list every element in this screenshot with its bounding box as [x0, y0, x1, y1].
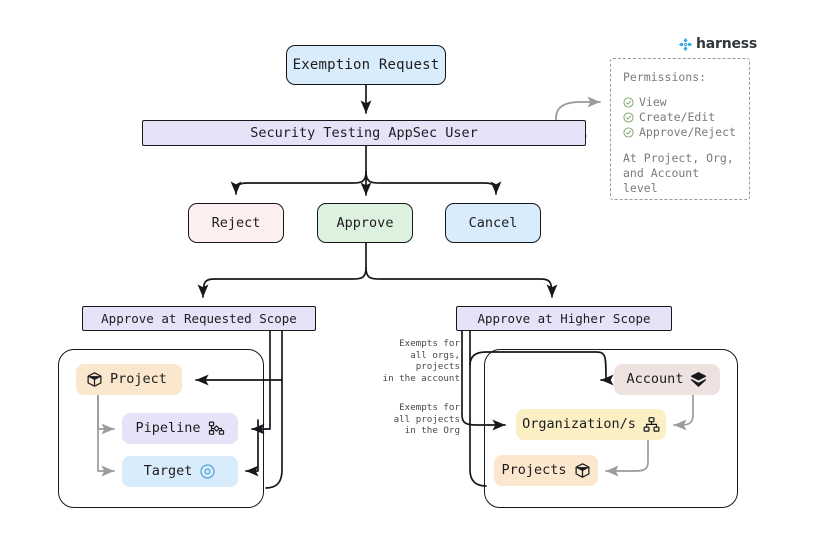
- chip-label: Projects: [501, 461, 567, 478]
- chip-label: Project: [110, 370, 167, 387]
- permissions-title: Permissions:: [623, 70, 707, 84]
- exempt-org-note: Exempts for all projects in the Org: [393, 402, 460, 436]
- node-approve-higher-scope[interactable]: Approve at Higher Scope: [456, 306, 672, 331]
- node-label: Approve at Requested Scope: [101, 311, 297, 326]
- chip-label: Target: [143, 462, 193, 479]
- node-action-cancel[interactable]: Cancel: [445, 203, 541, 243]
- chip-label: Organization/s: [522, 415, 636, 432]
- chip-project[interactable]: Project: [76, 364, 182, 395]
- permissions-footnote: At Project, Org, and Account level: [623, 151, 734, 195]
- node-appsec-user[interactable]: Security Testing AppSec User: [142, 120, 586, 146]
- cube-icon: [86, 371, 103, 388]
- pipeline-nodes-icon: [208, 420, 225, 437]
- chip-pipeline[interactable]: Pipeline: [122, 413, 238, 444]
- permission-label: View: [639, 95, 667, 109]
- node-approve-requested-scope[interactable]: Approve at Requested Scope: [82, 306, 316, 331]
- permission-item-approve-reject: Approve/Reject: [623, 125, 737, 140]
- node-label: Reject: [211, 215, 261, 231]
- node-label: Approve at Higher Scope: [477, 311, 651, 326]
- node-action-approve[interactable]: Approve: [317, 203, 413, 243]
- check-circle-icon: [623, 127, 634, 138]
- harness-diamond-icon: [678, 37, 693, 52]
- check-circle-icon: [623, 97, 634, 108]
- cube-icon: [574, 462, 591, 479]
- permissions-panel: Permissions: View Create/Edit: [610, 58, 750, 200]
- node-label: Exemption Request: [292, 57, 440, 73]
- chip-organizations[interactable]: Organization/s: [516, 409, 666, 440]
- node-label: Cancel: [468, 215, 518, 231]
- check-circle-icon: [623, 112, 634, 123]
- node-exemption-request[interactable]: Exemption Request: [286, 45, 446, 85]
- permission-item-view: View: [623, 95, 737, 110]
- chip-target[interactable]: Target: [122, 456, 238, 487]
- permission-label: Approve/Reject: [639, 125, 736, 139]
- harness-logo-text: harness: [696, 36, 758, 52]
- node-label: Approve: [336, 215, 394, 231]
- chip-account[interactable]: Account: [614, 364, 720, 395]
- layers-icon: [690, 371, 707, 388]
- permission-label: Create/Edit: [639, 110, 716, 124]
- org-chart-icon: [643, 416, 660, 433]
- harness-logo: harness: [678, 36, 757, 52]
- permission-item-create-edit: Create/Edit: [623, 110, 737, 125]
- node-label: Security Testing AppSec User: [250, 125, 478, 141]
- chip-label: Pipeline: [135, 419, 201, 436]
- node-action-reject[interactable]: Reject: [188, 203, 284, 243]
- chip-projects[interactable]: Projects: [494, 455, 598, 486]
- chip-label: Account: [626, 370, 684, 387]
- exempt-account-note: Exempts for all orgs, projects in the ac…: [382, 338, 460, 384]
- target-circle-icon: [199, 463, 216, 480]
